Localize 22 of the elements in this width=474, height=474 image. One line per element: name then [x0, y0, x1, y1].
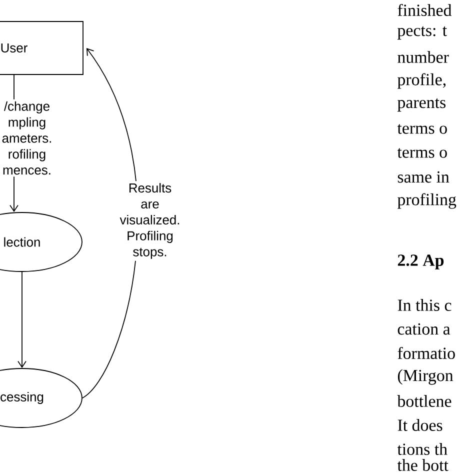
section-heading: 2.2 Ap — [398, 254, 444, 270]
user-box: User — [0, 21, 84, 75]
body-text: In this c — [398, 299, 452, 311]
body-text: bottlene — [397, 395, 452, 407]
body-text: profile, — [397, 73, 446, 89]
body-text: number — [398, 51, 449, 63]
body-text: terms o — [397, 148, 447, 158]
edge-label: Results are visualized. Profiling stops. — [117, 181, 183, 261]
body-text: pects: t — [397, 26, 447, 40]
body-text: cation a — [398, 323, 450, 335]
body-text: tions th — [397, 443, 448, 455]
body-text: same in — [398, 171, 450, 183]
arrow — [18, 272, 26, 368]
body-text: finished — [398, 4, 452, 16]
body-text: terms o — [397, 124, 447, 134]
body-text: formatio — [398, 346, 455, 360]
body-text: profiling — [397, 193, 456, 209]
body-text: (Mirgon — [398, 369, 454, 385]
body-text: It does — [398, 419, 442, 431]
edge-label: /change mpling ameters. rofiling mences. — [0, 99, 55, 177]
body-text: parents — [397, 98, 446, 112]
body-text: the bott — [397, 459, 448, 471]
